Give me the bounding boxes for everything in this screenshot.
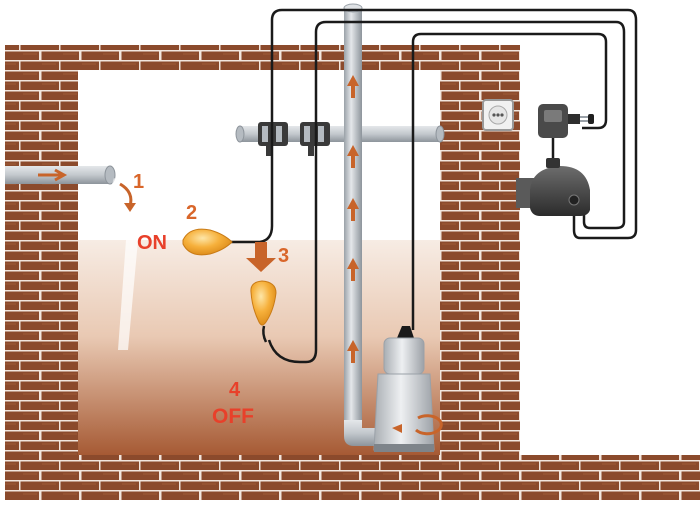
step-2-state: ON <box>137 232 167 254</box>
submersible-pump <box>373 326 443 452</box>
cables <box>229 8 638 364</box>
step-3-number: 3 <box>278 245 290 267</box>
water-stream <box>112 178 139 350</box>
cross-pipe <box>235 125 445 143</box>
wall-socket-icon <box>482 99 514 131</box>
step-1-number: 1 <box>133 171 145 193</box>
float-switch-icon <box>182 228 233 256</box>
drop-arrow-icon <box>246 242 276 272</box>
step-4-number: 4 <box>229 379 241 401</box>
pump-rotation-icon <box>415 414 443 436</box>
inlet-pipe <box>5 165 116 185</box>
flow-arrow-icon <box>38 168 68 182</box>
float-switch-icon <box>250 280 277 343</box>
step-2-number: 2 <box>186 202 198 224</box>
brick-wall <box>5 45 700 500</box>
flow-arrow-icon <box>347 75 359 363</box>
pump-controller-icon <box>516 158 590 216</box>
step-4-state: OFF <box>212 405 254 428</box>
plug-adapter-icon <box>538 104 594 160</box>
